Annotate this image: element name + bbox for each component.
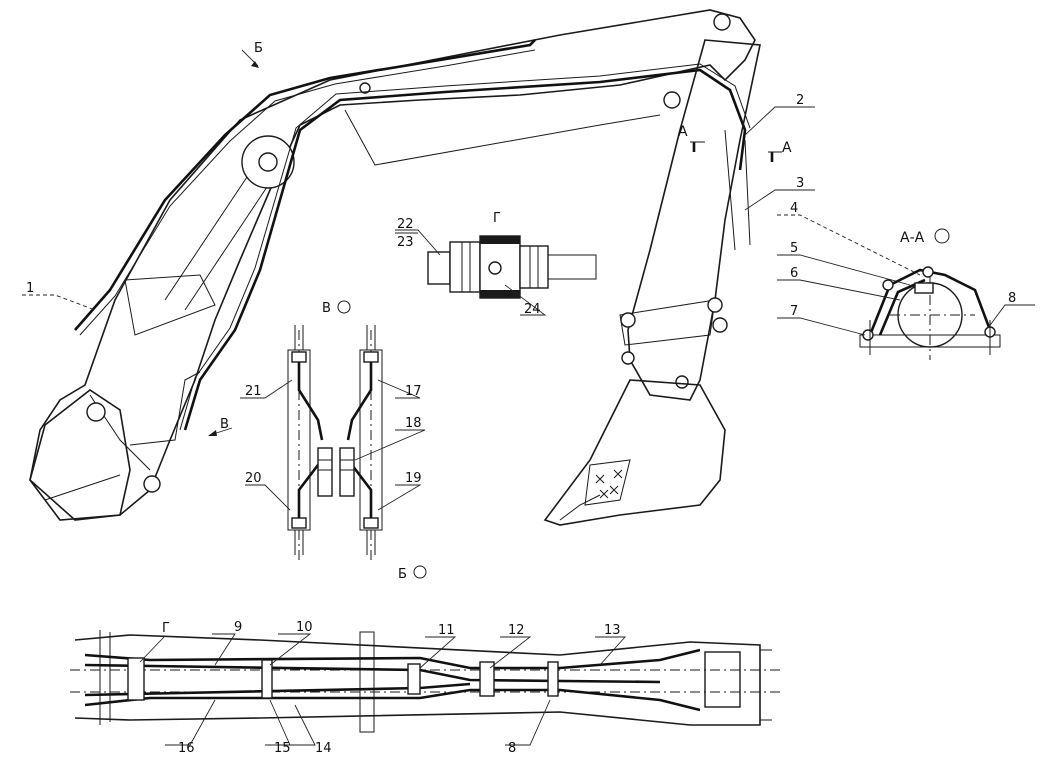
section-a-a-detail: А-А (859, 228, 1001, 360)
callout-3: 3 (796, 176, 804, 191)
callout-17: 17 (405, 384, 422, 399)
callout-12: 12 (508, 623, 525, 638)
view-g-title: Г (493, 211, 501, 226)
callout-15: 15 (274, 741, 291, 756)
callout-22: 22 (397, 217, 414, 232)
callout-9: 9 (234, 620, 242, 635)
callout-8: 8 (1008, 291, 1016, 306)
view-b-arrow-group: В (208, 417, 233, 436)
callout-2: 2 (796, 93, 804, 108)
callout-19: 19 (405, 471, 422, 486)
view-v-title: В (322, 301, 331, 316)
boom-side-view (29, 9, 756, 521)
callout-leaders (22, 106, 1035, 746)
view-b-arrow-label: В (220, 417, 229, 432)
callout-14: 14 (315, 741, 332, 756)
callout-7: 7 (790, 304, 798, 319)
callout-20: 20 (245, 471, 262, 486)
callout-23: 23 (397, 235, 414, 250)
section-a-a-title: А-А (900, 230, 925, 246)
callout-13: 13 (604, 623, 621, 638)
bucket-teeth (595, 469, 623, 499)
callout-numbers: 1 2 3 4 5 6 7 8 9 10 11 12 13 14 15 16 8… (26, 93, 1016, 756)
callout-10: 10 (296, 620, 313, 635)
callout-21: 21 (245, 384, 262, 399)
view-bb-title: Б (398, 567, 407, 582)
cut-a-label-right: А (782, 140, 792, 156)
view-v-manifold-detail: В Б (287, 300, 427, 582)
view-g-fitting-detail: Г (427, 211, 597, 299)
view-bb-arrow-group: Б (241, 41, 263, 68)
callout-5: 5 (790, 241, 798, 256)
callout-6: 6 (790, 266, 798, 281)
callout-16: 16 (178, 741, 195, 756)
callout-g-plan: Г (162, 621, 170, 636)
callout-4: 4 (790, 201, 798, 216)
cut-a-label-left: А (678, 124, 688, 140)
arm-and-bucket (543, 39, 761, 526)
plan-view-boom-top (70, 630, 780, 733)
callout-18: 18 (405, 416, 422, 431)
view-bb-arrow-label: Б (254, 41, 263, 56)
callout-8b: 8 (508, 741, 516, 756)
callout-24: 24 (524, 302, 541, 317)
section-cut-a-marks: А А (678, 124, 792, 162)
callout-11: 11 (438, 623, 455, 638)
callout-1: 1 (26, 281, 34, 296)
